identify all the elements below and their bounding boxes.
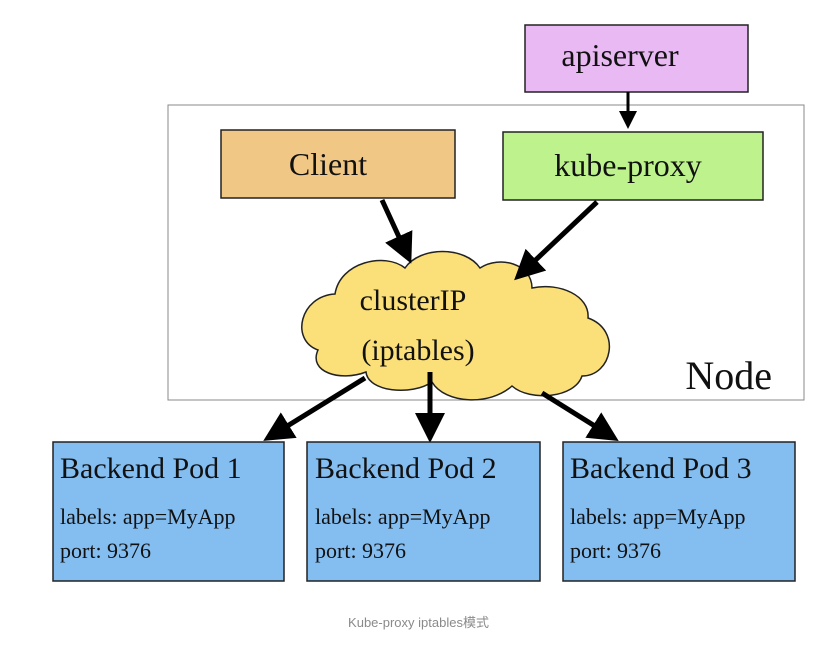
node-label: Node (685, 353, 772, 398)
backend-pod-3-port: port: 9376 (570, 538, 661, 563)
apiserver-label: apiserver (561, 37, 679, 73)
client-label: Client (289, 146, 367, 182)
client-box (220, 129, 456, 199)
arrow-client-to-cluster-ip (379, 198, 413, 264)
arrow-cluster-ip-to-pod-1 (263, 375, 367, 441)
backend-pod-2-title: Backend Pod 2 (315, 452, 497, 485)
cluster-ip-cloud (301, 250, 611, 401)
backend-pod-3-labels: labels: app=MyApp (570, 504, 746, 529)
kube-proxy-box (502, 131, 764, 201)
backend-pod-1-title: Backend Pod 1 (60, 452, 242, 485)
backend-pod-3: Backend Pod 3 labels: app=MyApp port: 93… (562, 441, 796, 582)
backend-pod-2-labels: labels: app=MyApp (315, 504, 491, 529)
backend-pod-1-labels: labels: app=MyApp (60, 504, 236, 529)
kube-proxy-label: kube-proxy (554, 147, 702, 183)
backend-pod-1: Backend Pod 1 labels: app=MyApp port: 93… (52, 441, 285, 582)
apiserver-box (524, 24, 749, 93)
backend-pod-1-port: port: 9376 (60, 538, 151, 563)
arrow-cluster-ip-to-pod-3 (540, 390, 619, 441)
iptables-label: (iptables) (361, 334, 474, 367)
arrow-kube-proxy-to-cluster-ip (514, 200, 599, 281)
backend-pod-3-box (562, 441, 796, 582)
figure-caption: Kube-proxy iptables模式 (348, 615, 489, 630)
backend-pod-3-title: Backend Pod 3 (570, 452, 752, 485)
backend-pod-2: Backend Pod 2 labels: app=MyApp port: 93… (306, 441, 541, 582)
backend-pod-1-box (52, 441, 285, 582)
cluster-ip-label: clusterIP (360, 284, 467, 317)
backend-pod-2-box (306, 441, 541, 582)
backend-pod-2-port: port: 9376 (315, 538, 406, 563)
